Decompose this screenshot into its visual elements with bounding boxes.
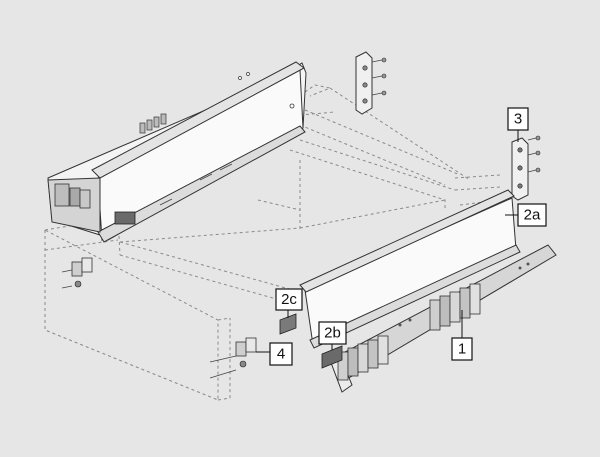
lower-fixing-bracket xyxy=(209,337,257,379)
part-2c-insert xyxy=(279,313,297,335)
callout-2c-label: 2c xyxy=(281,291,297,308)
rear-bracket-right xyxy=(511,135,541,201)
callout-2a: 2a xyxy=(505,203,547,227)
callout-1: 1 xyxy=(451,310,473,361)
right-drawer-side xyxy=(299,189,557,393)
part-2b-plate xyxy=(321,345,343,369)
callout-1-label: 1 xyxy=(458,341,466,358)
upper-fixing-bracket xyxy=(61,257,93,289)
rear-bracket-left xyxy=(355,51,387,115)
callout-3: 3 xyxy=(507,107,529,142)
callout-2b: 2b xyxy=(318,321,347,350)
locking-clip-block xyxy=(429,283,481,331)
left-drawer-side xyxy=(47,61,307,243)
front-clip-block xyxy=(337,335,389,381)
callout-2b-label: 2b xyxy=(324,325,341,342)
callout-2a-label: 2a xyxy=(524,207,541,224)
callout-3-label: 3 xyxy=(514,111,522,128)
callout-2c: 2c xyxy=(275,288,303,318)
hook-clips xyxy=(139,113,167,134)
front-fixing-brackets xyxy=(61,257,257,379)
cabinet-outline xyxy=(44,84,501,401)
callout-4-label: 4 xyxy=(277,346,285,363)
callout-4: 4 xyxy=(256,342,293,366)
